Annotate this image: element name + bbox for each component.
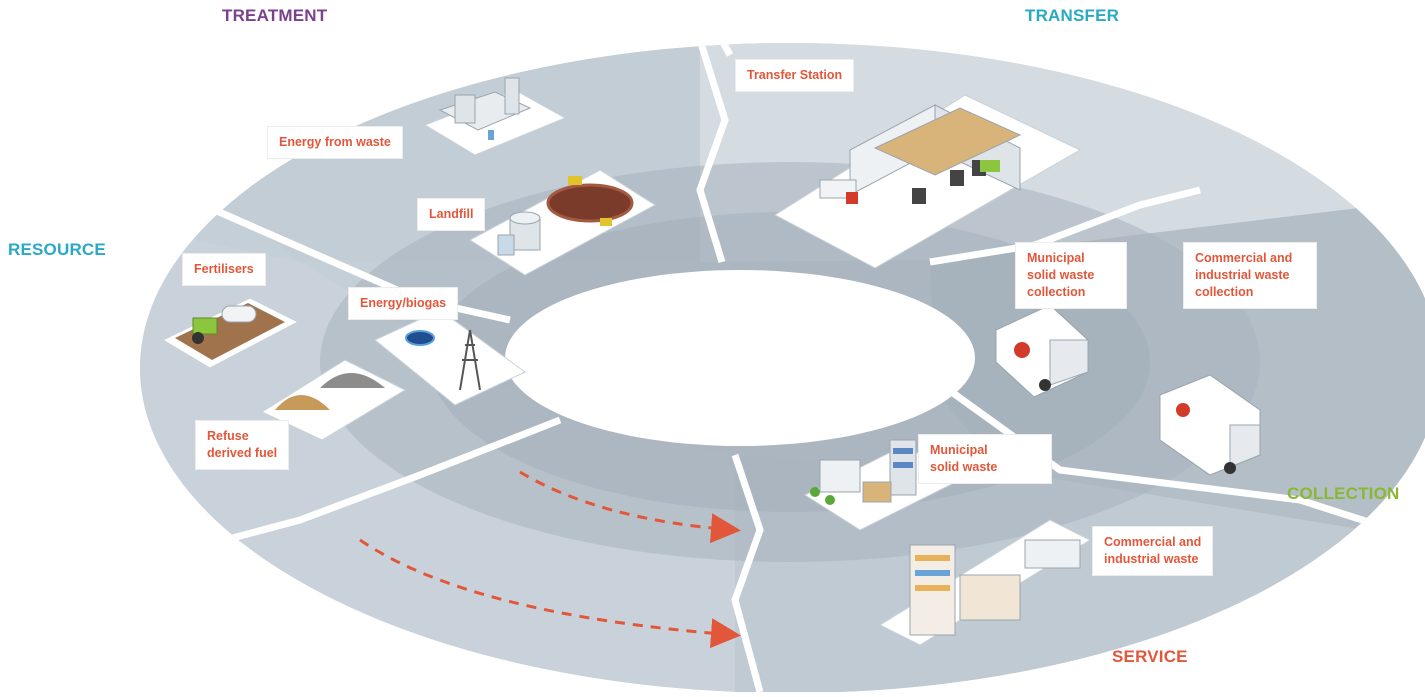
commercial-collection-truck-icon [1159,374,1261,476]
label-municipal-waste: Municipal solid waste [919,435,1051,483]
section-title-treatment: TREATMENT [222,6,328,25]
label-commercial-collection: Commercial and industrial waste collecti… [1184,243,1316,308]
label-transfer-station: Transfer Station [736,60,854,91]
section-title-transfer: TRANSFER [1025,6,1120,25]
landfill-icon [469,169,656,276]
municipal-collection-van-icon [995,304,1089,398]
label-commercial-waste: Commercial and industrial waste [1093,527,1213,575]
flow-arrow-lower [359,538,741,649]
label-fertilisers: Fertilisers [183,254,265,285]
refuse-derived-fuel-icon [260,359,407,441]
energy-from-waste-plant-icon [423,77,567,156]
center-hub [505,270,975,446]
transfer-station-icon [774,94,1082,269]
label-landfill: Landfill [418,199,485,230]
flow-arrow-upper [519,470,741,544]
commercial-waste-buildings-icon [878,519,1092,646]
label-municipal-collection: Municipal solid waste collection [1016,243,1126,308]
section-title-resource: RESOURCE [8,240,106,259]
fertilisers-tractor-icon [161,297,300,369]
section-title-service: SERVICE [1112,647,1188,666]
section-title-collection: COLLECTION [1287,484,1400,503]
label-energy-biogas: Energy/biogas [349,288,458,319]
label-energy-from-waste: Energy from waste [268,127,402,158]
energy-biogas-icon [374,309,526,406]
label-refuse-derived-fuel: Refuse derived fuel [196,421,289,469]
